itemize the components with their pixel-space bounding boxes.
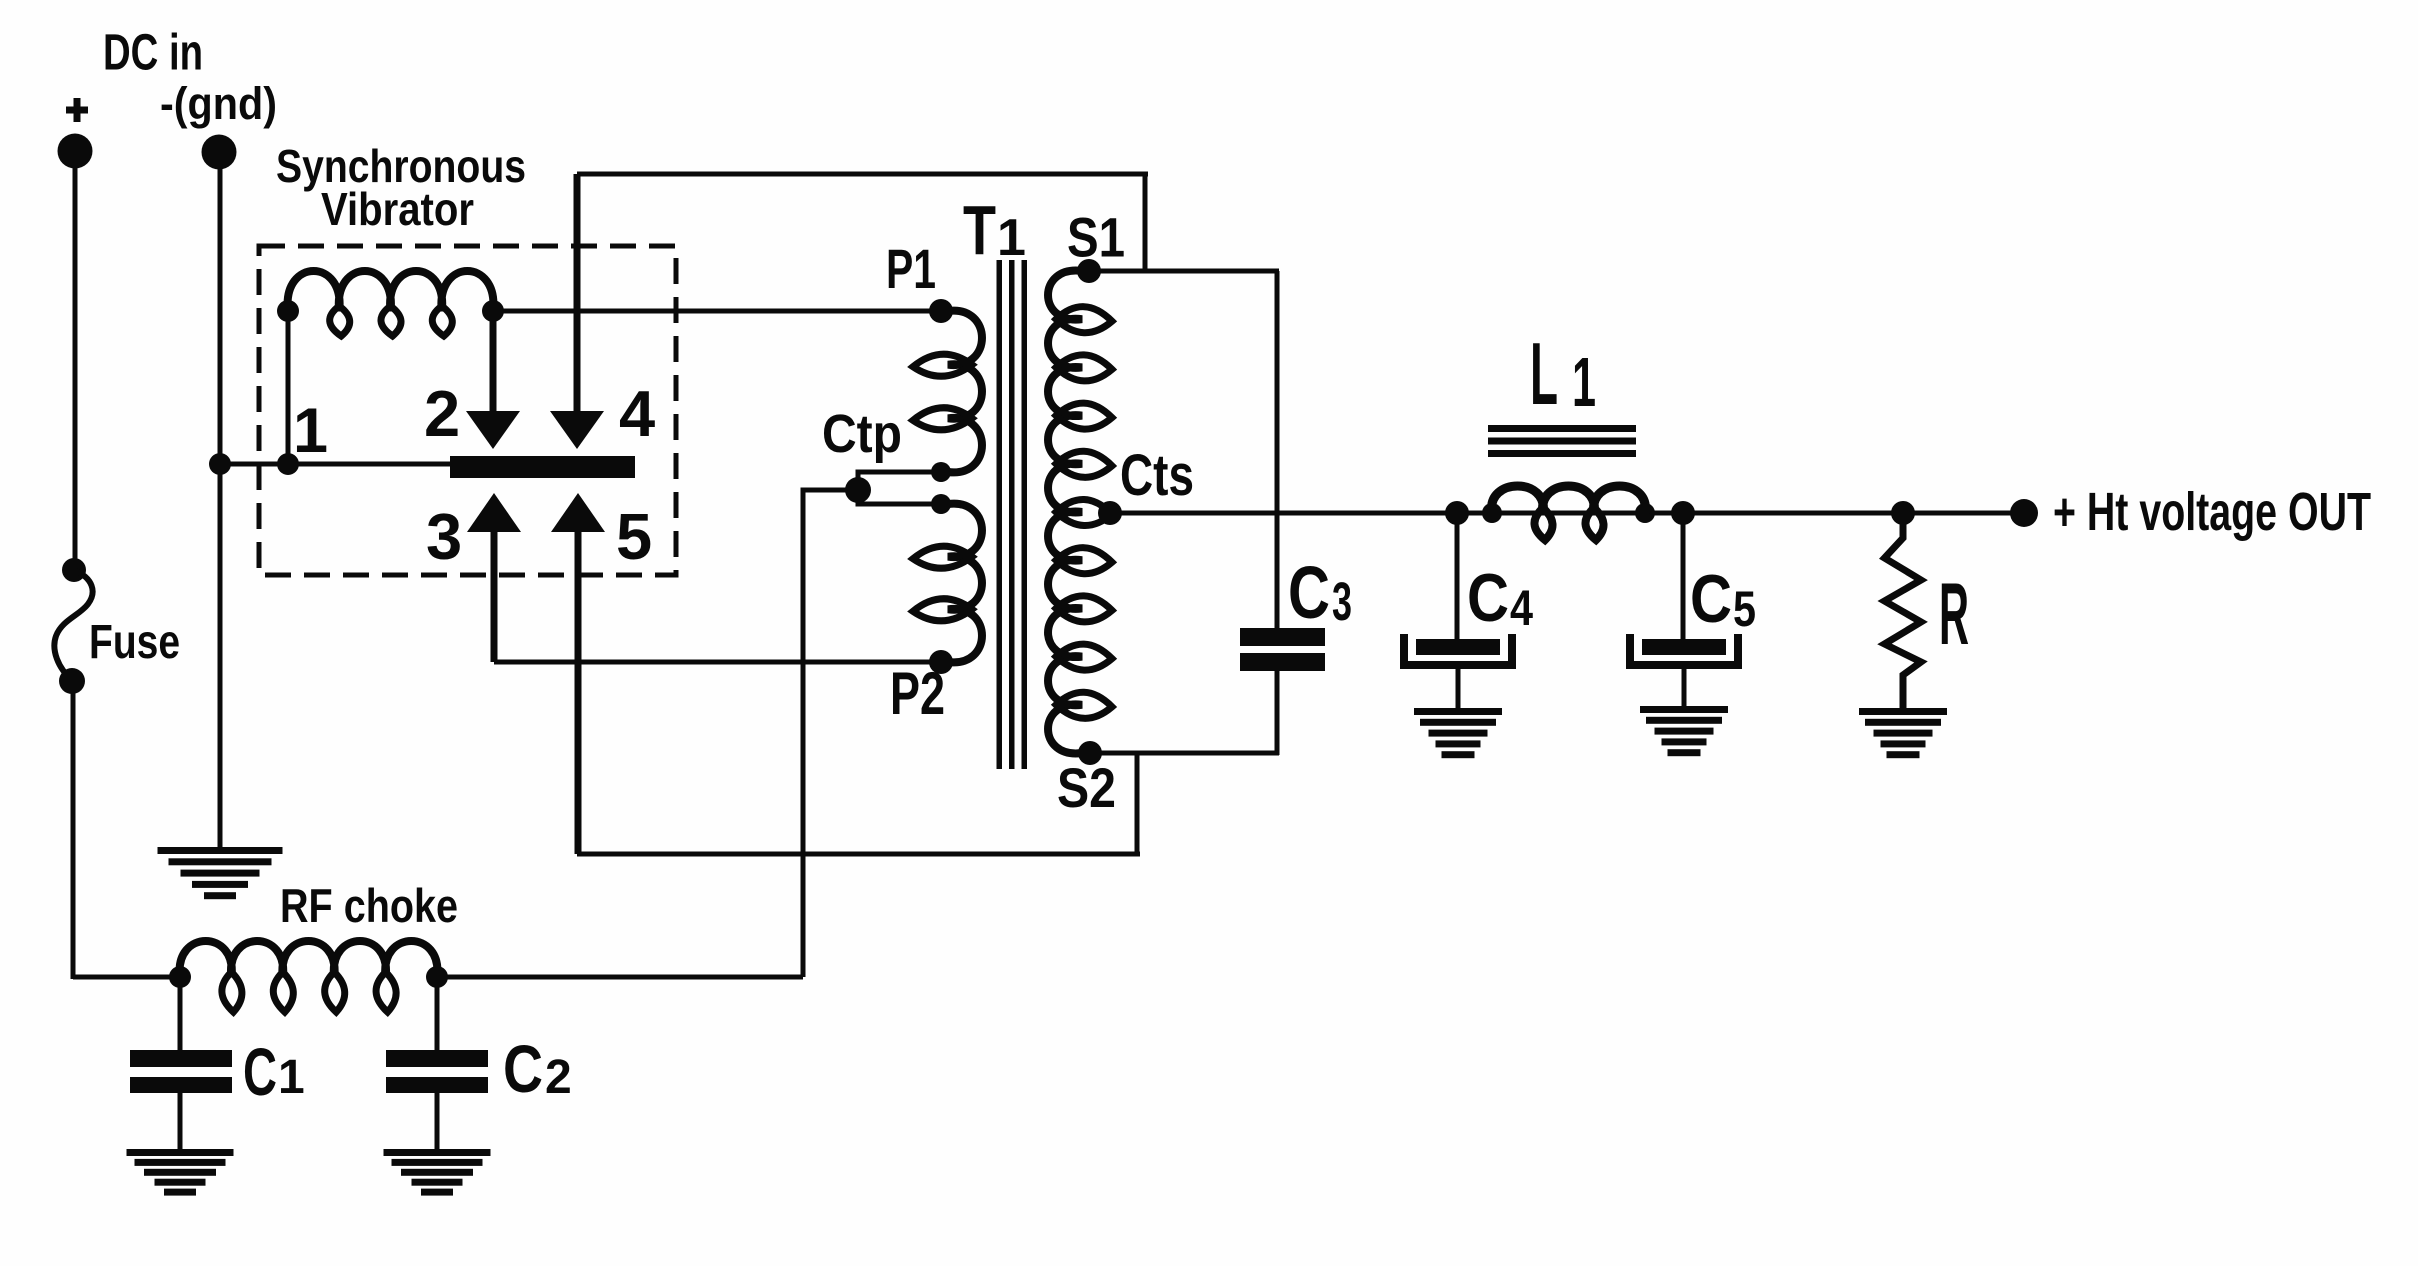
svg-text:R: R <box>1939 564 1969 663</box>
svg-text:S1: S1 <box>1067 206 1125 269</box>
svg-text:S2: S2 <box>1057 756 1116 819</box>
svg-text:+ Ht voltage OUT: + Ht voltage OUT <box>2053 482 2371 542</box>
svg-text:Vibrator: Vibrator <box>321 183 474 235</box>
svg-text:RF choke: RF choke <box>280 879 458 932</box>
svg-text:2: 2 <box>545 1051 572 1104</box>
svg-text:DC in: DC in <box>103 24 203 81</box>
svg-text:1: 1 <box>997 209 1026 267</box>
svg-text:C: C <box>1690 561 1732 637</box>
svg-text:C: C <box>1467 560 1509 636</box>
svg-text:4: 4 <box>1510 580 1533 636</box>
svg-text:1: 1 <box>293 396 328 466</box>
svg-text:3: 3 <box>426 500 462 573</box>
svg-text:1: 1 <box>1572 343 1596 421</box>
svg-text:C: C <box>243 1035 277 1110</box>
svg-text:L: L <box>1530 324 1558 423</box>
svg-text:1: 1 <box>278 1051 305 1104</box>
svg-text:5: 5 <box>616 500 652 573</box>
svg-text:3: 3 <box>1332 572 1352 632</box>
svg-text:T: T <box>963 191 996 269</box>
svg-text:C: C <box>1288 551 1330 634</box>
svg-text:Cts: Cts <box>1120 443 1194 508</box>
svg-text:Ctp: Ctp <box>822 404 902 464</box>
svg-text:-(gnd): -(gnd) <box>160 78 277 129</box>
svg-text:C: C <box>503 1032 543 1107</box>
svg-text:Synchronous: Synchronous <box>276 140 526 192</box>
svg-text:4: 4 <box>619 377 655 450</box>
svg-text:5: 5 <box>1733 581 1756 637</box>
svg-text:Fuse: Fuse <box>89 616 180 669</box>
svg-text:P2: P2 <box>890 660 945 727</box>
svg-text:P1: P1 <box>886 237 936 300</box>
svg-text:2: 2 <box>424 377 460 450</box>
